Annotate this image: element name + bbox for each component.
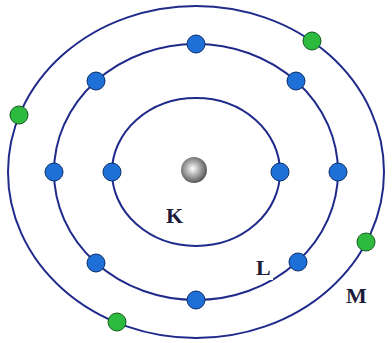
blue-electrons	[45, 35, 347, 309]
shell-label: M	[344, 284, 369, 308]
k-shell	[112, 98, 280, 246]
nucleus	[181, 157, 207, 183]
shell-label: L	[254, 256, 273, 280]
shell-label: K	[164, 204, 185, 228]
green-electrons	[10, 32, 375, 331]
m-shell	[8, 6, 384, 338]
l-shell	[54, 44, 338, 300]
